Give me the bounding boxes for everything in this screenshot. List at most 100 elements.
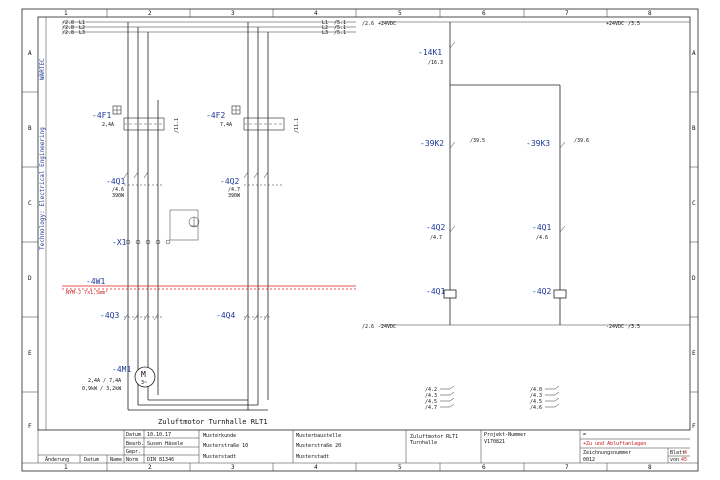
col-label: 6	[482, 10, 486, 17]
motor-symbol: M	[141, 370, 146, 379]
side-company-text: Technology: Electrical Engineering	[39, 127, 46, 250]
minus24-label: -24VDC	[606, 324, 624, 330]
xref-entry: /4.7	[425, 405, 437, 411]
contact-q2-ref: /4.7	[430, 235, 442, 241]
row-label: E	[28, 350, 32, 357]
rail-ref: /5.1	[334, 25, 346, 31]
motor-phase: 3~	[141, 380, 147, 386]
contactor-q1-tag: -4Q1	[106, 177, 125, 186]
inner-frame	[37, 16, 691, 431]
tb-proj-label: Projekt-Nummer	[484, 432, 526, 438]
col-label: 5	[398, 464, 402, 471]
control-contacts	[449, 41, 566, 233]
relay-k39-3-ref: /39.6	[574, 138, 589, 144]
tb-eq-label: =	[583, 432, 586, 438]
top-left-refs: /2.8 /2.8 /2.8 L1 L2 L3 L1 L2 L3 /5.1 /5…	[62, 20, 640, 36]
fuse-f1-ref: /11.1	[174, 118, 180, 133]
tb-customer2: Musterstraße 10	[203, 443, 248, 449]
rail-label: +24VDC	[606, 21, 624, 27]
minus24-label: -24VDC	[378, 324, 396, 330]
fuse-f2-ref: /11.1	[294, 118, 300, 133]
xref-entry: /4.3	[425, 393, 437, 399]
xref-entry: /4.6	[530, 405, 542, 411]
tb-norm-value: DIN 81346	[147, 457, 174, 463]
rail-label: L2	[322, 25, 328, 31]
tb-of-label: von	[670, 457, 679, 463]
fuse-f1-tag: -4F1	[92, 111, 111, 120]
tb-loc-label: +Zu und Abluftanlagen	[583, 441, 646, 447]
contact-q1-tag: -4Q1	[532, 223, 551, 232]
row-label: B	[692, 125, 696, 132]
feeder-lines	[127, 22, 269, 411]
xref-table-right: /4.0 /4.3 /4.5 /4.6	[530, 387, 542, 411]
contactor-q3-tag: -4Q3	[100, 311, 119, 320]
cable-w1-tag: -4W1	[86, 277, 105, 286]
tb-customer1: Musterkunde	[203, 433, 236, 439]
col-label: 3	[231, 464, 235, 471]
fuse-block-f1	[112, 105, 165, 131]
row-label: E	[692, 350, 696, 357]
motor-icon	[134, 366, 156, 388]
xref-contacts-right	[545, 385, 560, 408]
row-labels: A B C D E F A B C D E F	[28, 50, 696, 430]
motor-spec-current: 2,4A / 7,4A	[88, 378, 121, 384]
fuse-f2-rating: 7,4A	[220, 122, 232, 128]
relay-k39-2-tag: -39K2	[420, 139, 444, 148]
tb-site3: Musterstadt	[296, 454, 329, 460]
xref-contacts-left	[440, 385, 455, 408]
column-labels: 1 2 3 4 5 6 7 8 1 2 3 4 5 6 7 8	[64, 10, 652, 471]
tb-norm-label: Norm	[126, 457, 138, 463]
control-circuit	[449, 22, 561, 325]
rail-label: L1	[79, 20, 85, 26]
fuse-f1-rating: 2,4A	[102, 122, 114, 128]
xref-entry: /4.0	[530, 387, 542, 393]
col-label: 4	[314, 464, 318, 471]
rail-label: L3	[322, 30, 328, 36]
coil-q1-tag: -4Q1	[426, 287, 445, 296]
tb-bearb-label: Bearb.	[126, 441, 144, 447]
xref-entry: /4.5	[530, 399, 542, 405]
row-label: B	[28, 125, 32, 132]
contactor-q2-tag: -4Q2	[220, 177, 239, 186]
relay-k39-3-tag: -39K3	[526, 139, 550, 148]
rail-ref: /2.8	[62, 20, 74, 26]
rail-ref: /5.1	[334, 20, 346, 26]
motor-tag: -4M1	[112, 365, 131, 374]
motor-spec-power: 0,9kW / 3,2kW	[82, 386, 122, 392]
tb-bearb-value: Susen Häsele	[147, 441, 183, 447]
col-label: 2	[148, 10, 152, 17]
rail-ref: /5.1	[334, 30, 346, 36]
tb-change-datum: Datum	[84, 457, 99, 463]
minus24-left-ref: /2.6	[362, 324, 374, 330]
coil-q2	[553, 289, 567, 299]
terminal-strip-x1	[125, 239, 171, 245]
tb-drawno-value: 0012	[583, 457, 595, 463]
contact-q1-ref: /4.6	[536, 235, 548, 241]
title-block-grid	[37, 430, 690, 463]
col-label: 8	[648, 10, 652, 17]
terminal-x1-tag: -X1	[112, 238, 127, 247]
xref-table-left: /4.2 /4.3 /4.5 /4.7	[425, 387, 437, 411]
row-label: C	[28, 200, 32, 207]
fuse-f2-tag: -4F2	[206, 111, 225, 120]
rail-label: +24VDC	[378, 21, 396, 27]
rail-ref: /3.5	[628, 21, 640, 27]
col-label: 5	[398, 10, 402, 17]
contactor-q1-ref: /4.6	[112, 187, 124, 193]
cable-w1-type: NYM-J 7x1,5mm²	[66, 290, 108, 296]
col-label: 4	[314, 10, 318, 17]
rail-ref: /2.8	[62, 30, 74, 36]
contactor-q4-tag: -4Q4	[216, 311, 235, 320]
relay-k39-2-ref: /39.5	[470, 138, 485, 144]
relay-k14-ref: /16.3	[428, 60, 443, 66]
title-block-text: Datum 10.10.17 Bearb. Susen Häsele Gepr.…	[45, 432, 687, 463]
row-label: A	[692, 50, 696, 57]
tb-datum-value: 10.10.17	[147, 432, 171, 438]
tb-drawno-label: Zeichnungsnummer	[583, 450, 631, 456]
tb-change-label: Änderung	[45, 456, 69, 463]
col-label: 7	[565, 464, 569, 471]
fuse-block-f2	[231, 105, 285, 131]
col-label: 8	[648, 464, 652, 471]
tb-gepr-label: Gepr.	[126, 449, 141, 455]
rail-ref: /2.6	[362, 21, 374, 27]
